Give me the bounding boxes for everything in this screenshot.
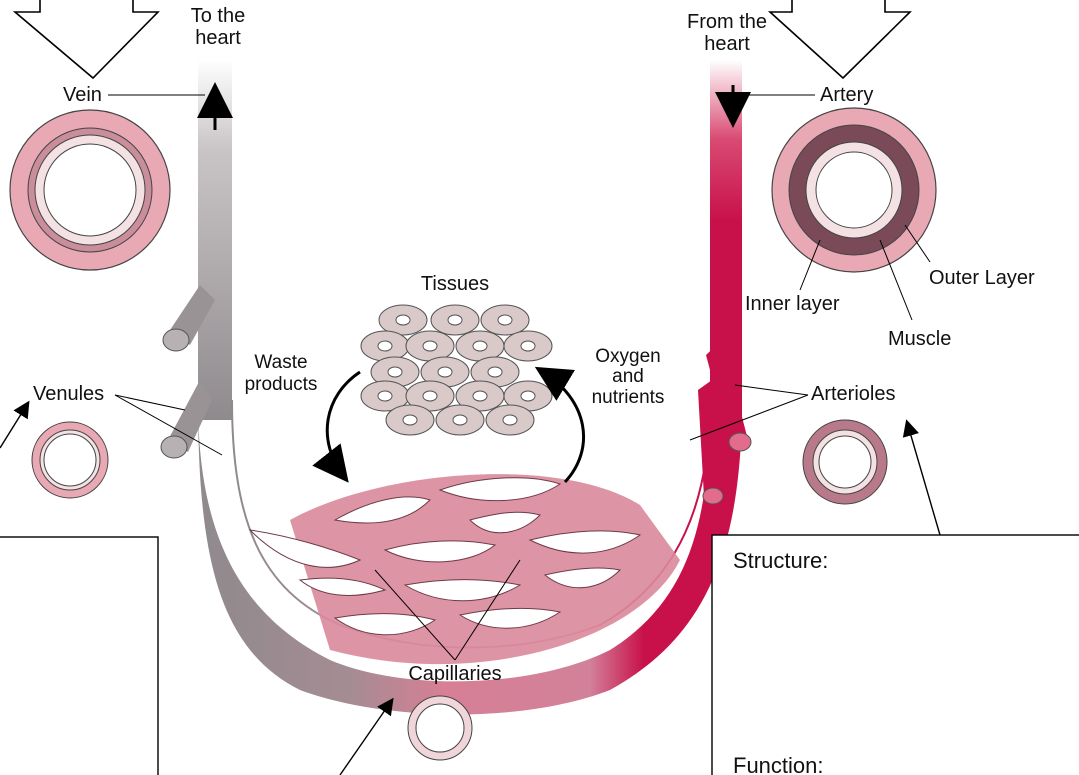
- arteriole-cross-section: [803, 420, 887, 504]
- artery-cross-section: [772, 108, 936, 272]
- capillary-cross-section: [408, 696, 472, 760]
- from-heart-line1: From the: [687, 11, 767, 33]
- to-heart-line2: heart: [195, 27, 241, 49]
- venule-cross-section: [32, 422, 108, 498]
- arterioles-label: Arterioles: [811, 383, 895, 405]
- waste-exchange-arrow: [327, 372, 360, 478]
- venule-pointer-arrow: [0, 403, 28, 448]
- vein-label: Vein: [63, 84, 102, 106]
- capillary-pointer-arrow: [340, 700, 392, 775]
- muscle-label: Muscle: [888, 328, 951, 350]
- inner-layer-label: Inner layer: [745, 293, 840, 315]
- waste-line2: products: [245, 374, 318, 395]
- waste-line1: Waste: [254, 352, 307, 373]
- tissues-label: Tissues: [421, 273, 489, 295]
- to-heart-line1: To the: [191, 5, 245, 27]
- oxygen-line1: Oxygen: [595, 346, 660, 367]
- vein-cross-section: [10, 110, 170, 270]
- answer-box-left[interactable]: [0, 537, 158, 775]
- function-label: Function:: [733, 753, 824, 775]
- from-heart-line2: heart: [704, 33, 750, 55]
- oxygen-line3: nutrients: [592, 387, 665, 408]
- outer-layer-label: Outer Layer: [929, 267, 1035, 289]
- down-arrow-outline-right: [770, 0, 910, 78]
- artery-label: Artery: [820, 84, 873, 106]
- venules-label: Venules: [33, 383, 104, 405]
- down-arrow-outline-left: [15, 0, 158, 78]
- structure-label: Structure:: [733, 548, 828, 573]
- capillaries-label: Capillaries: [408, 663, 501, 685]
- oxygen-line2: and: [612, 366, 644, 387]
- arteriole-pointer-arrow: [907, 422, 940, 535]
